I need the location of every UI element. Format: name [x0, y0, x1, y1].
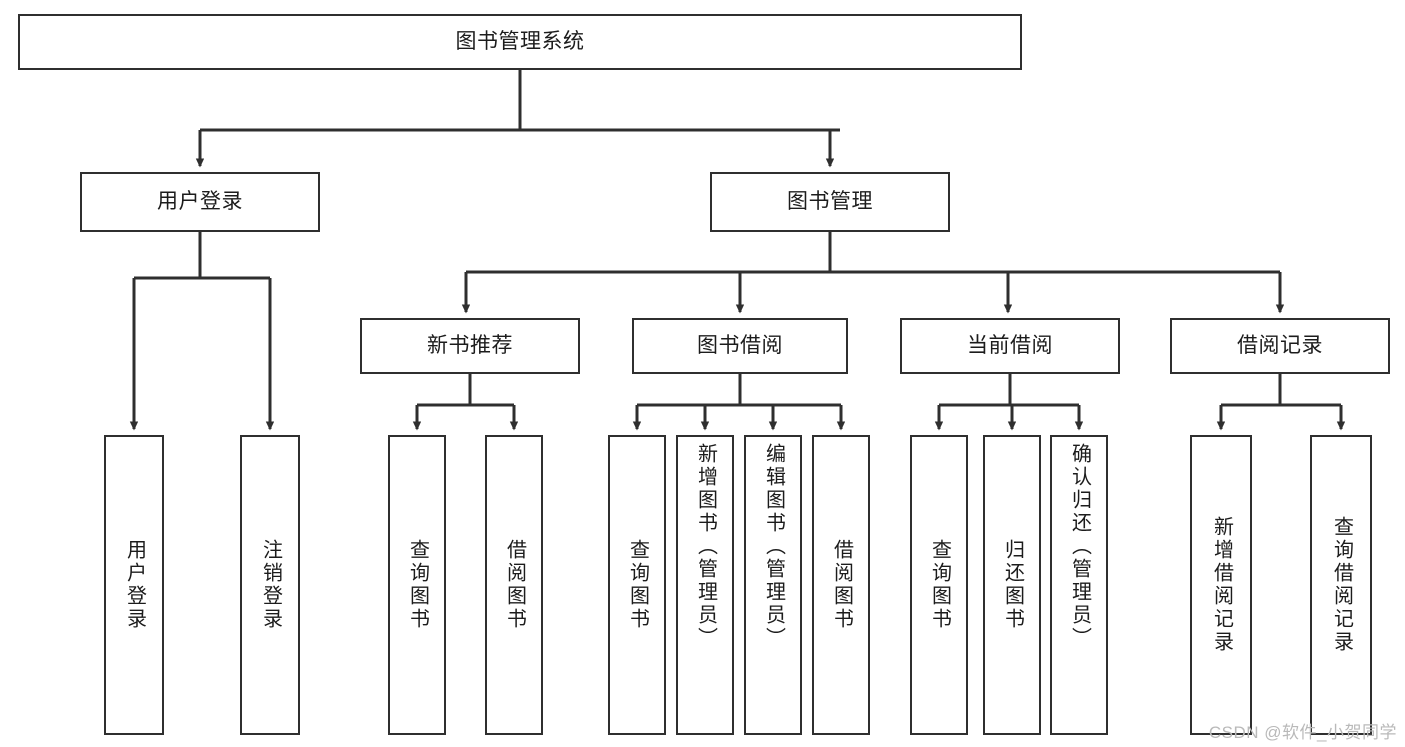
leaf-user-login[interactable]: 用户登录: [104, 435, 164, 735]
leaf-add-borrow-record-label: 新增借阅记录: [1210, 516, 1233, 654]
leaf-confirm-return-admin-label: 确认归还（管理员）: [1068, 443, 1091, 650]
leaf-add-book-admin-label: 新增图书（管理员）: [694, 443, 717, 650]
leaf-query-book-newbook-label: 查询图书: [406, 539, 429, 631]
leaf-lend-book-label: 借阅图书: [830, 539, 853, 631]
node-book-management-label: 图书管理: [787, 189, 873, 213]
leaf-query-book-current-label: 查询图书: [928, 539, 951, 631]
node-borrow-records-label: 借阅记录: [1237, 333, 1323, 357]
node-root-label: 图书管理系统: [455, 29, 585, 53]
node-borrow-records[interactable]: 借阅记录: [1170, 318, 1390, 374]
leaf-user-login-label: 用户登录: [123, 539, 146, 631]
leaf-user-logout-label: 注销登录: [259, 539, 282, 631]
leaf-add-borrow-record[interactable]: 新增借阅记录: [1190, 435, 1252, 735]
leaf-lend-book[interactable]: 借阅图书: [812, 435, 870, 735]
node-book-management[interactable]: 图书管理: [710, 172, 950, 232]
leaf-query-borrow-record[interactable]: 查询借阅记录: [1310, 435, 1372, 735]
leaf-query-book-newbook[interactable]: 查询图书: [388, 435, 446, 735]
leaf-edit-book-admin-label: 编辑图书（管理员）: [762, 443, 785, 650]
node-new-book-recommend[interactable]: 新书推荐: [360, 318, 580, 374]
leaf-query-book-borrow[interactable]: 查询图书: [608, 435, 666, 735]
node-user-login[interactable]: 用户登录: [80, 172, 320, 232]
node-new-book-recommend-label: 新书推荐: [427, 333, 513, 357]
node-book-borrow[interactable]: 图书借阅: [632, 318, 848, 374]
leaf-query-book-current[interactable]: 查询图书: [910, 435, 968, 735]
leaf-edit-book-admin[interactable]: 编辑图书（管理员）: [744, 435, 802, 735]
leaf-return-book[interactable]: 归还图书: [983, 435, 1041, 735]
leaf-add-book-admin[interactable]: 新增图书（管理员）: [676, 435, 734, 735]
leaf-user-logout[interactable]: 注销登录: [240, 435, 300, 735]
leaf-query-book-borrow-label: 查询图书: [626, 539, 649, 631]
leaf-borrow-book-newbook-label: 借阅图书: [503, 539, 526, 631]
node-current-borrow[interactable]: 当前借阅: [900, 318, 1120, 374]
node-book-borrow-label: 图书借阅: [697, 333, 783, 357]
leaf-query-borrow-record-label: 查询借阅记录: [1330, 516, 1353, 654]
leaf-confirm-return-admin[interactable]: 确认归还（管理员）: [1050, 435, 1108, 735]
leaf-return-book-label: 归还图书: [1001, 539, 1024, 631]
node-root[interactable]: 图书管理系统: [18, 14, 1022, 70]
node-user-login-label: 用户登录: [157, 189, 243, 213]
connectors: [129, 70, 1346, 431]
leaf-borrow-book-newbook[interactable]: 借阅图书: [485, 435, 543, 735]
node-current-borrow-label: 当前借阅: [967, 333, 1053, 357]
